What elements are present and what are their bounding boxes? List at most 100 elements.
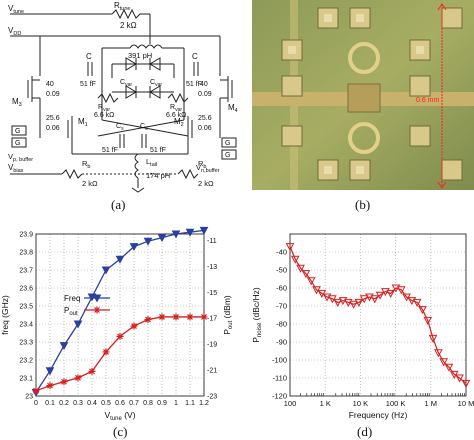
data-point	[46, 382, 54, 390]
y-tick-label: -120	[272, 392, 287, 401]
vdd-label: VDD	[8, 26, 21, 37]
caption-b: (b)	[355, 197, 371, 212]
m3-ratio-top: 40	[46, 81, 54, 88]
y-tick-label: 23.1	[19, 376, 33, 383]
data-point	[285, 243, 295, 252]
rb-left-value: 2 kΩ	[82, 179, 98, 188]
legend-label-freq: Freq	[64, 294, 80, 303]
r-tune-label: Rtune	[114, 2, 131, 12]
series-line-freq	[35, 229, 205, 393]
y-tick-label: 23	[25, 394, 33, 401]
data-point	[74, 374, 82, 382]
data-point	[333, 298, 343, 307]
g-left-2: G	[15, 140, 20, 147]
c-right-value: 51 fF	[186, 81, 202, 88]
rb-right-value: 2 kΩ	[198, 179, 214, 188]
y2-tick-label: -23	[207, 394, 217, 401]
data-point	[296, 264, 305, 273]
y-tick-label: -90	[276, 338, 287, 347]
y-tick-label: 23.2	[19, 358, 33, 365]
x-tick-label: 0.3	[73, 400, 83, 407]
data-point	[60, 378, 68, 386]
x-axis-label: Frequency (Hz)	[349, 410, 408, 420]
m1-ratio-bot: 0.06	[46, 125, 60, 132]
schematic-diagram: Vtune Rtune 2 kΩ VDD 391 pH C 51 fF C 51…	[8, 2, 238, 193]
data-point	[73, 320, 83, 329]
data-point	[129, 243, 139, 252]
rvar-left-label: Rvar	[98, 104, 110, 113]
data-point	[45, 367, 55, 376]
y2-tick-label: -13	[207, 264, 217, 271]
data-point	[186, 313, 194, 321]
y-tick-label: 23.3	[19, 340, 33, 347]
x-tick-label: 100	[284, 399, 297, 408]
x-tick-label: 0.8	[143, 400, 153, 407]
c-left-value: 51 fF	[80, 81, 96, 88]
y-tick-label: -100	[272, 356, 287, 365]
x-tick-label: 10 K	[353, 399, 368, 408]
x-tick-label: 0.7	[129, 400, 139, 407]
data-point	[59, 342, 69, 351]
cs-left-value: 51 fF	[102, 147, 118, 154]
rvar-left-value: 6.6 kΩ	[94, 112, 114, 119]
data-point	[396, 286, 406, 295]
m2-label: M2	[174, 117, 184, 128]
y2-tick-label: -15	[207, 290, 217, 297]
y-tick-label: 23.9	[19, 232, 33, 239]
m1-ratio-top: 25.6	[46, 115, 60, 122]
ltail-value: 174 pH	[146, 171, 170, 180]
x-tick-label: 1.1	[185, 400, 195, 407]
vp-buffer-label: Vp, buffer	[8, 152, 33, 163]
x-axis-label: Vtune (V)	[104, 410, 135, 422]
c-right-label: C	[192, 52, 198, 61]
x-tick-label: 100 K	[386, 399, 406, 408]
data-point	[354, 298, 364, 307]
caption-c: (c)	[113, 424, 128, 439]
y-tick-label: -60	[276, 284, 287, 293]
data-point	[200, 313, 208, 321]
data-point	[349, 300, 358, 309]
y-tick-label: 23.5	[19, 304, 33, 311]
g-right-1: G	[225, 140, 230, 147]
data-point	[338, 297, 348, 306]
x-tick-label: 0.2	[59, 400, 69, 407]
cvar-left-label: Cvar	[120, 79, 132, 88]
legend-label-pout: Pout	[64, 306, 78, 317]
data-point	[370, 295, 380, 304]
data-point	[434, 349, 443, 358]
data-point	[423, 316, 433, 325]
data-point	[158, 313, 166, 321]
data-point	[88, 367, 96, 375]
rvar-right-value: 6.6 kΩ	[166, 112, 186, 119]
y-tick-label: -70	[276, 302, 287, 311]
y-tick-label: 23.6	[19, 286, 33, 293]
m4-label: M4	[228, 103, 238, 114]
m4-ratio-top: 40	[200, 81, 208, 88]
x-tick-label: 0.4	[87, 400, 97, 407]
data-point	[444, 363, 454, 372]
y2-tick-label: -11	[207, 238, 217, 245]
c-left-label: C	[86, 52, 92, 61]
data-point	[365, 293, 374, 302]
data-point	[171, 230, 181, 239]
g-left-1: G	[15, 128, 20, 135]
vbias-label: Vbias	[8, 163, 24, 174]
y-tick-label: -50	[276, 266, 287, 275]
data-point	[412, 298, 422, 307]
m1-label: M1	[78, 117, 88, 128]
y-axis-label: freq (GHz)	[0, 295, 10, 335]
y-tick-label: 23.7	[19, 268, 33, 275]
x-tick-label: 0	[34, 400, 38, 407]
r-tune-value: 2 kΩ	[120, 21, 137, 30]
x-tick-label: 0.5	[101, 400, 111, 407]
y2-tick-label: -21	[207, 368, 217, 375]
cs-right-label: Cs	[140, 123, 148, 132]
die-photo: 0.6 mm	[252, 0, 474, 190]
data-point	[461, 379, 471, 388]
m2-ratio-bot: 0.06	[198, 125, 212, 132]
series-line-noise	[289, 246, 467, 384]
x-tick-label: 1	[174, 400, 178, 407]
data-point	[343, 298, 353, 307]
data-point	[102, 348, 110, 356]
caption-a: (a)	[111, 197, 126, 212]
